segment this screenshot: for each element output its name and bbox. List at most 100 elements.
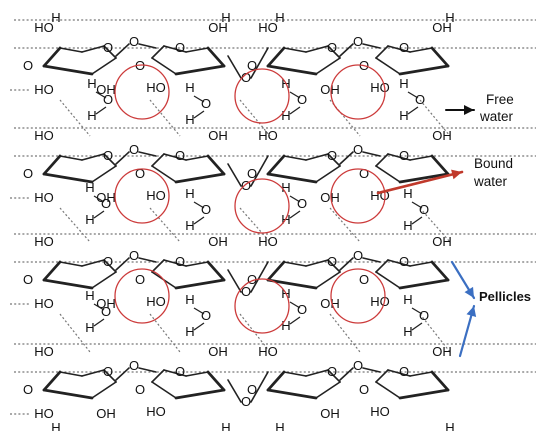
hydroxyl-group: HO	[258, 128, 278, 143]
water-bond	[411, 307, 423, 315]
glycosidic-oxygen: O	[353, 358, 363, 373]
hydrogen-bond	[149, 207, 181, 243]
covalent-bond	[283, 261, 307, 267]
ring-oxygen: O	[399, 364, 409, 379]
water-hydrogen: H	[185, 80, 194, 95]
covalent-bond	[375, 381, 401, 399]
water-oxygen: O	[201, 96, 211, 111]
hydrogen-atom: H	[275, 10, 284, 25]
covalent-bond	[138, 151, 157, 157]
hydroxyl-group: OH	[208, 20, 228, 35]
covalent-bond	[103, 369, 117, 383]
covalent-bond	[430, 370, 450, 392]
covalent-bond	[91, 165, 117, 183]
hydroxyl-group: OH	[96, 190, 116, 205]
water-hydrogen: H	[403, 324, 412, 339]
covalent-bond	[315, 57, 341, 75]
water-bond	[289, 210, 301, 219]
water-hydrogen: H	[87, 76, 96, 91]
covalent-bond	[375, 271, 401, 289]
water-bond	[95, 91, 107, 99]
water-bond	[289, 106, 301, 115]
primary-oxygen: O	[247, 166, 257, 181]
covalent-bond	[362, 43, 381, 49]
hydroxyl-group: HO	[146, 188, 166, 203]
covalent-bond	[339, 257, 354, 271]
covalent-bond	[103, 259, 117, 273]
covalent-bond	[398, 388, 450, 400]
covalent-bond	[398, 172, 450, 184]
hydroxyl-group: HO	[370, 294, 390, 309]
water-hydrogen: H	[85, 180, 94, 195]
covalent-bond	[387, 369, 411, 377]
covalent-bond	[151, 45, 165, 59]
hydrogen-bond-layer	[10, 19, 536, 415]
glycosidic-oxygen: O	[129, 34, 139, 49]
water-bond	[193, 322, 205, 331]
covalent-bond	[315, 271, 341, 289]
hydroxyl-group: HO	[34, 128, 54, 143]
bound-water-highlight-circle	[330, 168, 386, 224]
pellicle-arrow-lower-head	[466, 306, 477, 317]
free-water-label-line1: Free	[486, 92, 514, 107]
covalent-bond	[185, 261, 209, 267]
covalent-bond	[362, 367, 381, 373]
water-hydrogen: H	[185, 112, 194, 127]
primary-oxygen: O	[23, 58, 33, 73]
covalent-bond	[81, 45, 105, 53]
primary-oxygen: O	[135, 272, 145, 287]
covalent-bond	[339, 43, 354, 57]
hydroxyl-group: OH	[320, 82, 340, 97]
covalent-bond	[327, 369, 341, 383]
primary-oxygen: O	[247, 382, 257, 397]
atom-label-layer: OOHOOHHOOOHOOHHOOOHOOHHOOHOOHHOHOOOHOOHO…	[23, 10, 455, 431]
covalent-bond	[42, 46, 62, 68]
covalent-bond	[42, 370, 62, 392]
bound-water-label-line2: water	[473, 174, 508, 189]
covalent-bond	[185, 371, 209, 377]
water-bond	[93, 318, 105, 327]
pellicles-label: Pellicles	[479, 289, 531, 304]
covalent-bond	[266, 388, 318, 400]
covalent-bond	[266, 46, 286, 68]
covalent-bond	[315, 165, 341, 183]
primary-oxygen: O	[359, 272, 369, 287]
hydroxyl-group: HO	[146, 80, 166, 95]
hydroxyl-group: OH	[432, 234, 452, 249]
covalent-bond	[115, 43, 130, 57]
covalent-bond	[81, 369, 105, 377]
covalent-bond	[305, 369, 329, 377]
water-hydrogen: H	[403, 186, 412, 201]
covalent-bond	[315, 381, 341, 399]
covalent-bond	[266, 64, 318, 76]
covalent-bond	[250, 155, 269, 187]
glycosidic-oxygen: O	[353, 34, 363, 49]
covalent-bond	[409, 47, 433, 53]
highlight-circle-layer	[114, 64, 386, 334]
hydroxyl-group: HO	[146, 404, 166, 419]
hydroxyl-group: OH	[208, 234, 228, 249]
covalent-bond	[430, 260, 450, 282]
covalent-bond	[206, 46, 226, 68]
water-bond	[289, 301, 301, 309]
water-hydrogen: H	[403, 218, 412, 233]
bound-water-highlight-circle	[114, 268, 170, 324]
ring-oxygen: O	[103, 148, 113, 163]
covalent-bond	[375, 153, 389, 167]
primary-oxygen: O	[23, 382, 33, 397]
covalent-bond	[327, 45, 341, 59]
water-oxygen: O	[419, 202, 429, 217]
hydrogen-bond	[419, 207, 451, 243]
glycosidic-oxygen: O	[241, 178, 251, 193]
covalent-bond	[206, 260, 226, 282]
primary-oxygen: O	[359, 166, 369, 181]
covalent-bond	[163, 369, 187, 377]
water-oxygen: O	[297, 302, 307, 317]
covalent-bond	[387, 45, 411, 53]
covalent-bond	[266, 370, 286, 392]
water-bond	[193, 201, 205, 209]
ring-oxygen: O	[103, 40, 113, 55]
bound-water-highlight-circle	[330, 268, 386, 324]
covalent-bond	[174, 388, 226, 400]
water-hydrogen: H	[185, 186, 194, 201]
